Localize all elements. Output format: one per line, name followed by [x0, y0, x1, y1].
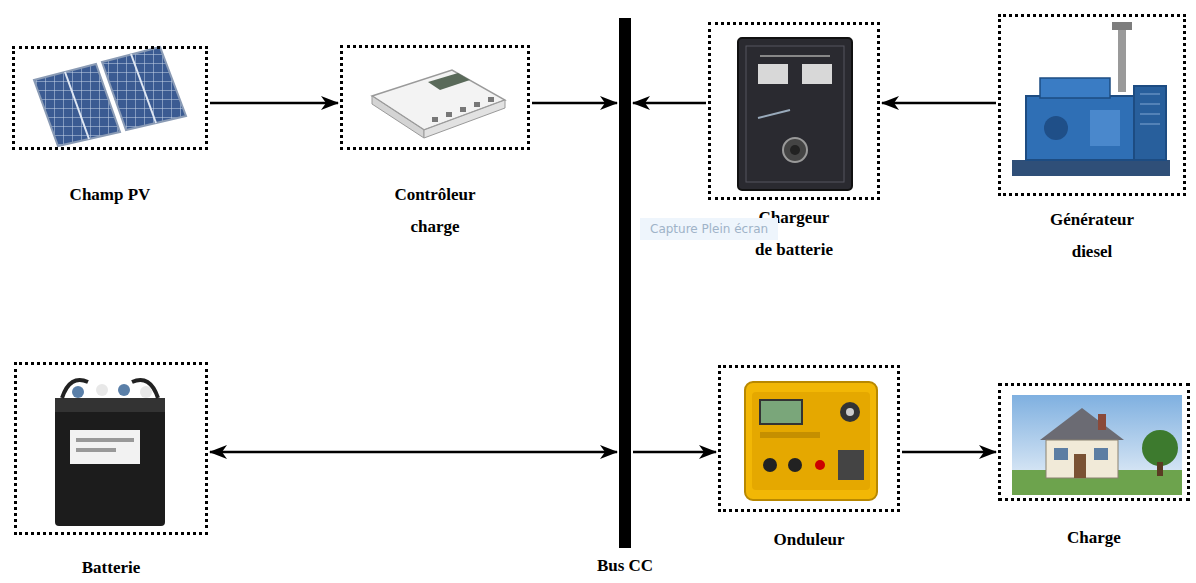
power-flow-arrow	[902, 451, 996, 454]
node-label: Onduleur	[774, 524, 845, 556]
charge-controller-illustration	[372, 70, 505, 130]
battery-illustration	[76, 448, 116, 452]
battery-illustration	[132, 380, 158, 398]
diesel-generator-illustration	[1140, 124, 1160, 125]
house-illustration	[1040, 408, 1124, 440]
battery-illustration	[62, 380, 88, 398]
charger-box: Chargeur de batterie	[708, 22, 880, 200]
battery-charger-illustration	[758, 110, 790, 118]
house-illustration	[1046, 440, 1118, 478]
diesel-generator-illustration	[1140, 104, 1160, 105]
battery-charger-illustration	[783, 138, 807, 162]
diesel-generator-illustration	[1118, 22, 1126, 92]
inverter-illustration	[788, 458, 802, 472]
house-illustration	[1157, 462, 1163, 476]
battery-charger-illustration	[758, 64, 788, 84]
node-label: Contrôleur charge	[379, 179, 491, 243]
battery-illustration	[55, 398, 165, 412]
diesel-generator-illustration	[1012, 160, 1170, 176]
node-label: Bus CC	[597, 556, 653, 576]
house-illustration	[1094, 448, 1108, 460]
inverter-illustration	[752, 392, 870, 490]
house-illustration	[1012, 395, 1182, 495]
diesel-generator-illustration	[1090, 110, 1120, 146]
diesel-generator-illustration	[1140, 94, 1160, 95]
battery-illustration	[76, 438, 134, 442]
battery-illustration	[55, 380, 165, 526]
dc-bus-bar: Bus CC	[619, 18, 631, 548]
inverter-illustration	[760, 432, 820, 438]
battery-charger-illustration	[760, 55, 830, 57]
watermark: Capture Plein écran	[640, 218, 778, 240]
battery-charger-illustration	[802, 64, 832, 84]
house-illustration	[1074, 454, 1086, 478]
battery-charger-illustration	[746, 46, 844, 182]
house-illustration	[1012, 395, 1182, 495]
node-label: Champ PV	[70, 179, 151, 211]
diesel-generator-illustration	[1044, 116, 1068, 140]
inverter-illustration	[846, 408, 854, 416]
generator-box: Générateur diesel	[998, 14, 1186, 196]
node-label: Charge	[1067, 522, 1121, 554]
charge-controller-illustration	[372, 96, 424, 138]
house-illustration	[1054, 448, 1068, 460]
power-flow-arrow	[633, 102, 706, 105]
charge-controller-illustration	[446, 112, 452, 117]
battery-illustration	[140, 386, 152, 398]
inverter-illustration	[840, 402, 860, 422]
charge-controller-illustration	[428, 73, 470, 90]
pv-field-box: Champ PV	[12, 46, 208, 150]
battery-box: Batterie	[14, 362, 208, 535]
diesel-generator-illustration	[1140, 114, 1160, 115]
controller-box: Contrôleur charge	[340, 45, 530, 150]
charge-controller-illustration	[432, 117, 438, 122]
load-box: Charge	[998, 383, 1190, 501]
power-flow-arrow	[532, 102, 617, 105]
inverter-illustration	[838, 450, 864, 480]
inverter-illustration	[760, 400, 802, 424]
charge-controller-illustration	[372, 70, 505, 138]
inverter-illustration	[763, 458, 777, 472]
battery-illustration	[55, 398, 165, 526]
house-illustration	[1098, 414, 1106, 430]
battery-illustration	[118, 384, 130, 396]
inverter-illustration	[745, 382, 877, 500]
solar-panel-illustration	[131, 54, 156, 123]
battery-charger-illustration	[790, 145, 800, 155]
charge-controller-illustration	[474, 102, 480, 107]
solar-panel-illustration	[34, 47, 186, 146]
inverter-box: Onduleur	[718, 365, 900, 512]
node-label: Batterie	[82, 552, 141, 583]
diesel-generator-illustration	[1040, 78, 1110, 98]
diesel-generator-illustration	[1012, 22, 1170, 176]
solar-panel-illustration	[65, 72, 89, 139]
diesel-generator-illustration	[1134, 86, 1166, 160]
charge-controller-illustration	[424, 100, 505, 138]
power-flow-arrow	[633, 451, 716, 454]
battery-charger-illustration	[738, 38, 852, 190]
power-flow-arrow	[882, 102, 996, 105]
node-label: Générateur diesel	[1036, 204, 1148, 268]
diesel-generator-illustration	[1112, 22, 1132, 30]
battery-charger-illustration	[738, 38, 852, 190]
solar-panel-illustration	[102, 47, 186, 130]
inverter-illustration	[745, 382, 877, 500]
charge-controller-illustration	[488, 97, 494, 102]
battery-illustration	[70, 430, 140, 464]
battery-illustration	[72, 386, 84, 398]
inverter-illustration	[815, 460, 825, 470]
power-flow-arrow	[210, 102, 338, 105]
power-flow-arrow	[210, 451, 617, 454]
battery-illustration	[96, 384, 108, 396]
house-illustration	[1142, 430, 1178, 466]
charge-controller-illustration	[460, 107, 466, 112]
diesel-generator-illustration	[1026, 96, 1134, 160]
